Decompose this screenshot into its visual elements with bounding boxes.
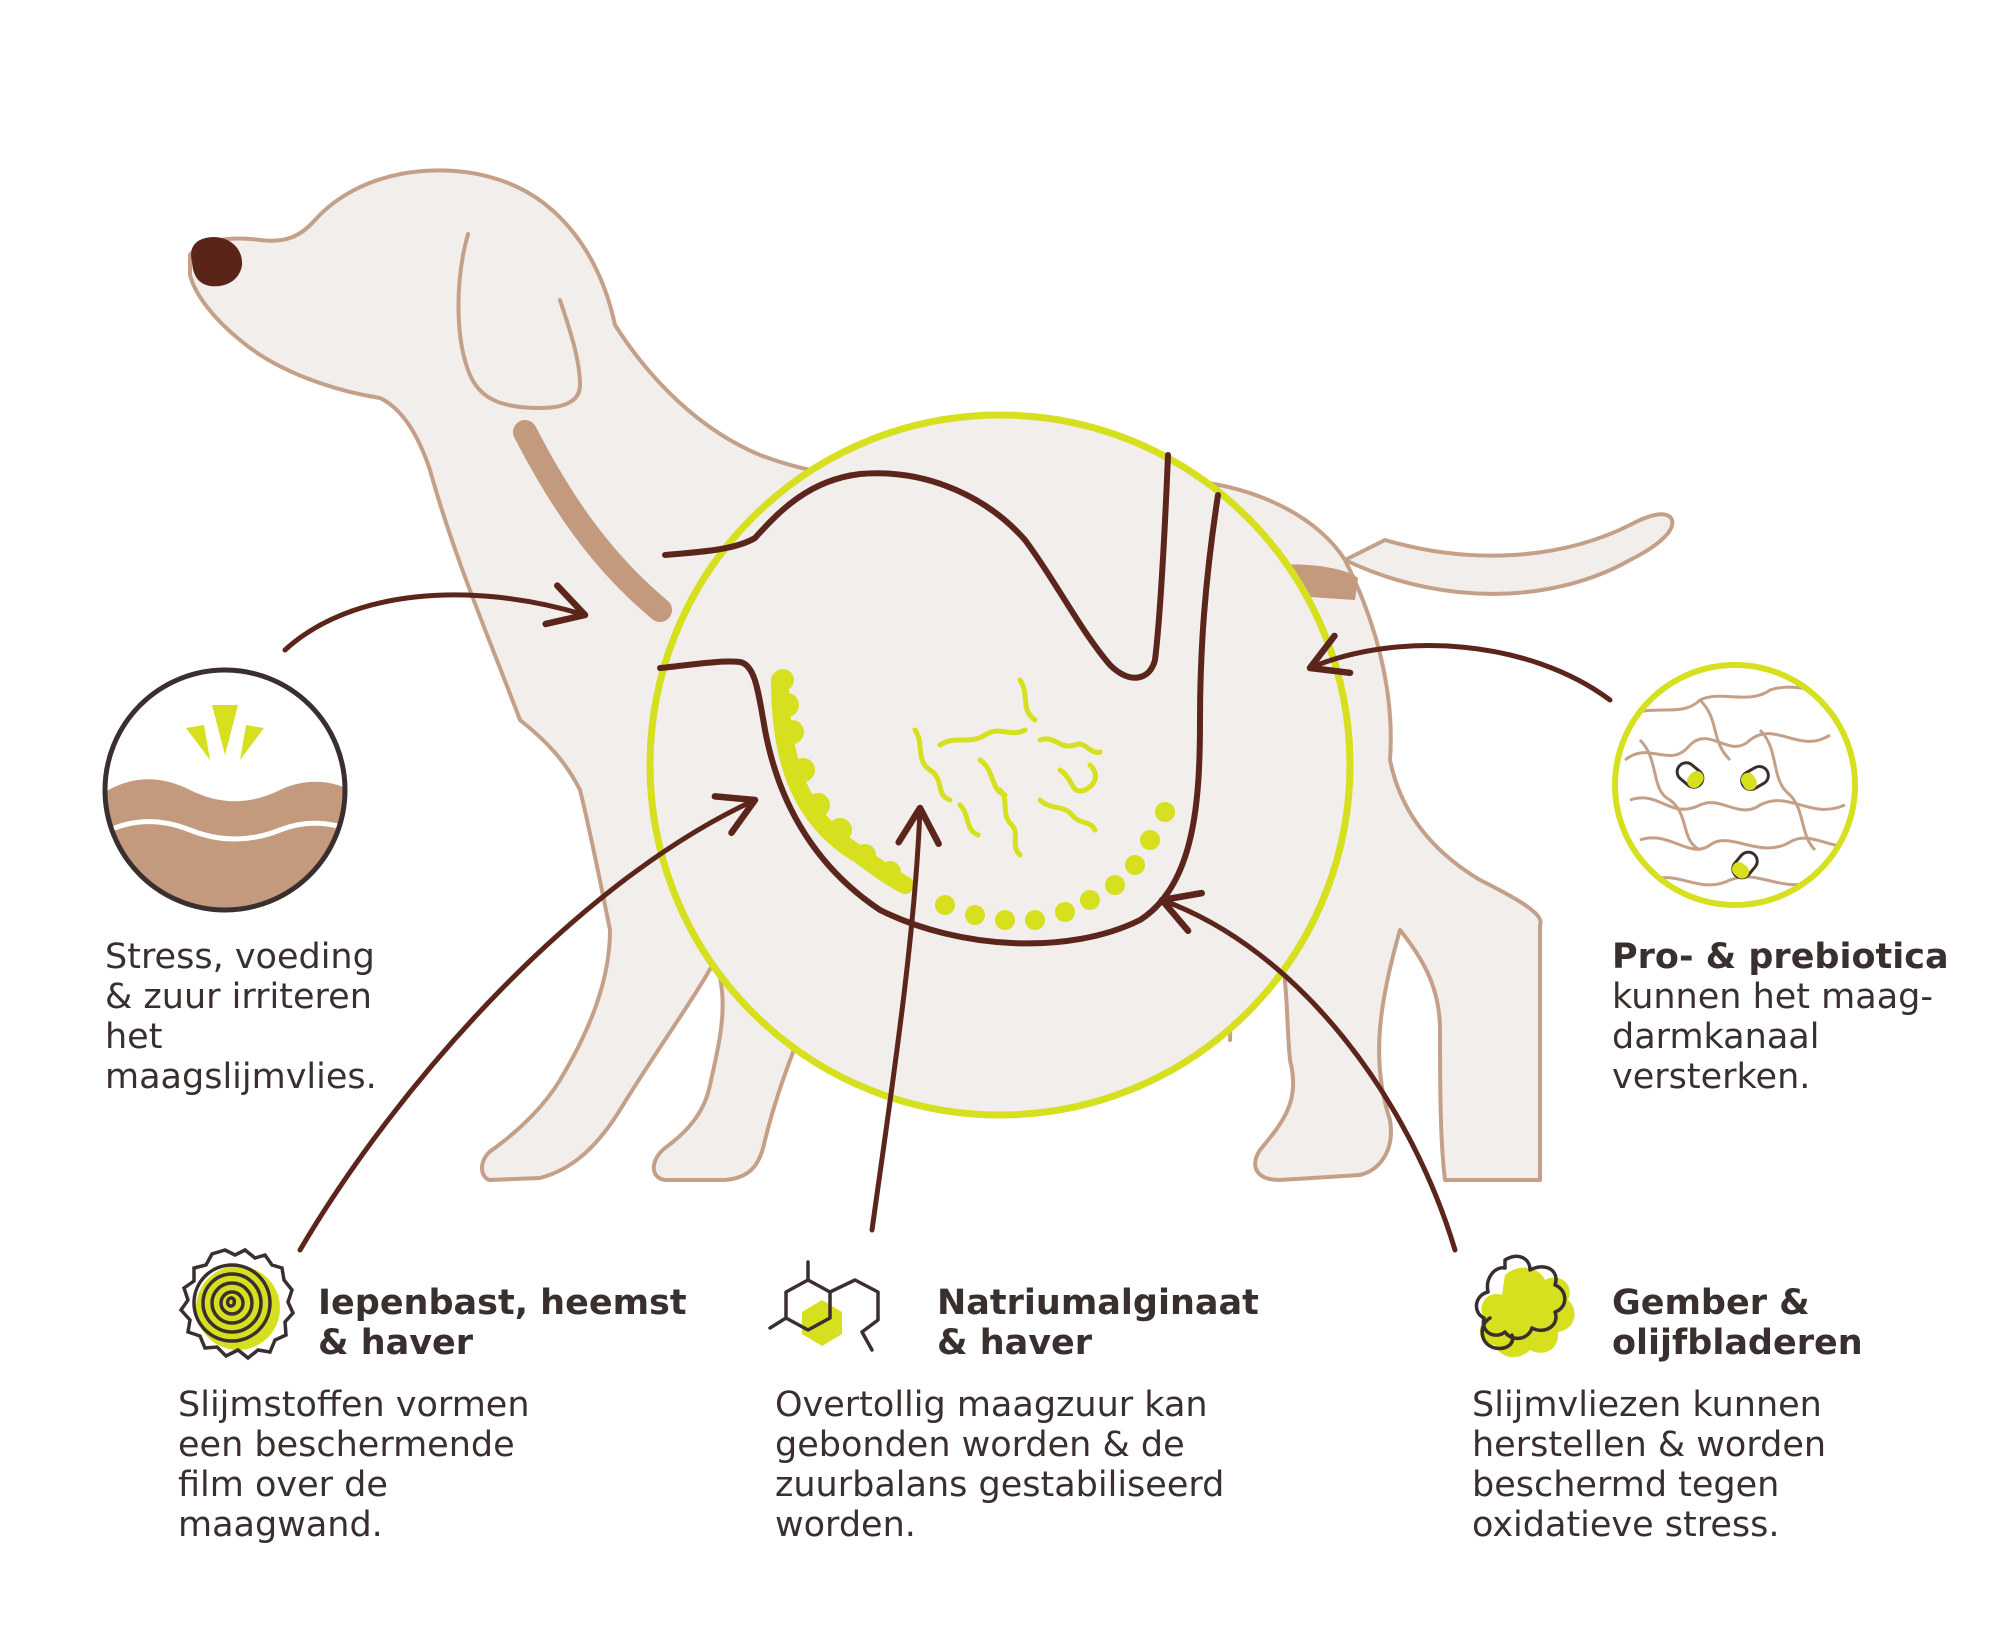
stress-text: Stress, voeding & zuur irriteren het maa… (105, 937, 377, 1097)
ginger-text: Slijmvliezen kunnen herstellen & worden … (1472, 1385, 1827, 1545)
dog-ear (456, 232, 583, 411)
stomach-zoom (646, 411, 1354, 1119)
probiotics-title: Pro- & prebiotica (1612, 937, 1949, 977)
arrow-probiotics (1306, 632, 1613, 703)
elm-title: Iepenbast, heemst & haver (318, 1283, 687, 1363)
alginate-title: Natriumalginaat & haver (937, 1283, 1259, 1363)
arrow-stress (282, 582, 589, 653)
intestine-capsules-icon (1612, 662, 1858, 908)
capsules (1675, 761, 1770, 880)
alginate-text: Overtollig maagzuur kan gebonden worden … (775, 1385, 1225, 1545)
arrows (282, 582, 1613, 1253)
ginger-root-icon (1474, 1254, 1575, 1358)
stomach-zoom-circle (646, 411, 1354, 1119)
arrow-elm (297, 793, 759, 1253)
arrow-alginate (869, 804, 942, 1233)
mucosa-irritation-icon (102, 667, 348, 913)
probiotics-text: kunnen het maag- darmkanaal versterken. (1612, 977, 1933, 1097)
dog-tail (1343, 512, 1675, 596)
molecule-icon (768, 1260, 880, 1352)
dog-nose (191, 237, 243, 287)
arrow-ginger (1158, 889, 1458, 1253)
tree-rings-icon (178, 1247, 296, 1361)
ginger-title: Gember & olijfbladeren (1612, 1283, 1863, 1363)
dog-collar (513, 420, 672, 622)
elm-text: Slijmstoffen vormen een beschermende fil… (178, 1385, 530, 1545)
